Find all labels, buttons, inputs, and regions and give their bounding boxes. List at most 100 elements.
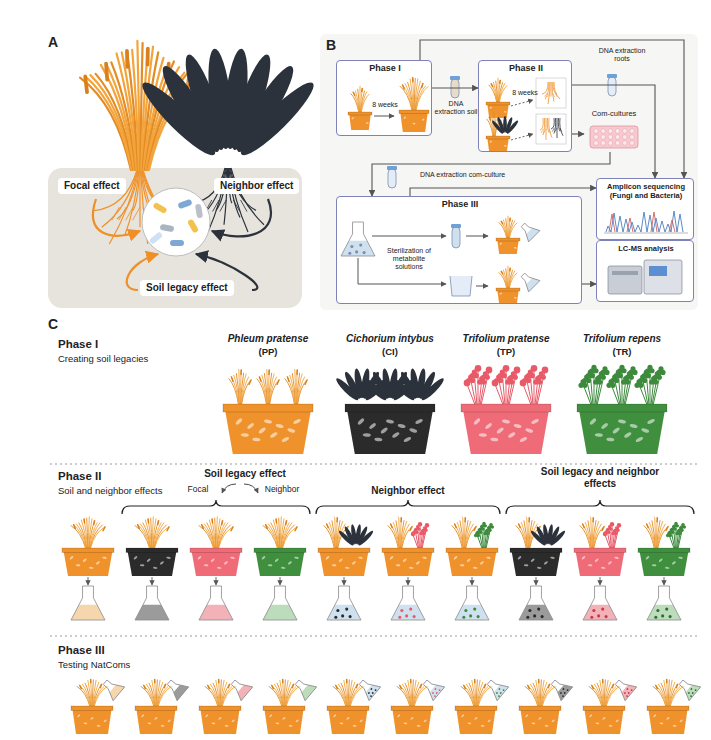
soil-microbe	[281, 567, 286, 569]
soil-microbe	[496, 427, 505, 435]
arrow-line	[472, 577, 473, 585]
plant-pot	[496, 238, 520, 254]
flask	[327, 586, 361, 620]
grass-blade	[94, 687, 107, 706]
soil-microbe	[225, 725, 229, 727]
clover-leaflet	[621, 380, 626, 385]
microbe-dot	[477, 615, 480, 618]
pot-rim	[510, 548, 562, 552]
grass-plant	[388, 517, 412, 548]
plant-pot	[391, 706, 433, 734]
soil-microbe	[652, 564, 657, 566]
soil-microbe	[460, 564, 465, 566]
microbe-dot	[694, 689, 697, 692]
clover-leaflet	[678, 528, 681, 531]
grass-blade	[658, 527, 668, 548]
edge-label: DNA extraction com-culture	[420, 171, 544, 179]
soil-microbe	[422, 118, 425, 121]
flask-outline	[517, 219, 540, 242]
plant-pot	[647, 706, 689, 734]
flask-outline	[611, 675, 636, 700]
arrow-line	[216, 577, 217, 585]
clover-leaflet	[422, 528, 425, 531]
seed-head	[410, 527, 412, 531]
rosette-leaf	[549, 529, 566, 546]
clover-stem	[594, 370, 595, 404]
flask-outline	[583, 586, 617, 620]
pot-rim	[71, 706, 113, 710]
clover-leaflet	[666, 534, 669, 537]
microbe-dot	[665, 608, 668, 611]
plant-pot	[461, 404, 551, 454]
process-box: Amplicon sequencing (Fungi and Bacteria)	[596, 178, 694, 240]
flask-liquid	[647, 605, 681, 620]
clover-leaflet	[610, 378, 615, 383]
sample-tube	[451, 224, 461, 248]
clover-leaflet	[582, 378, 587, 383]
soil-microbe	[409, 428, 418, 434]
clover-leaflet	[476, 531, 479, 534]
clover-leaflet	[668, 531, 671, 534]
process-box: Phase IIISterilization of metabolite sol…	[336, 196, 582, 304]
grass-plant	[499, 216, 517, 238]
grass-plant	[199, 517, 233, 548]
clover-leaflet	[634, 383, 639, 388]
figure-label: Testing NatComs	[58, 660, 130, 671]
figure-label: (TP)	[476, 347, 536, 358]
soil-microbe	[514, 297, 517, 299]
microbe	[177, 199, 192, 209]
tube-cap	[607, 74, 617, 78]
clover-stem	[537, 371, 545, 404]
microbe-dot	[605, 615, 608, 618]
node-text: Amplicon sequencing (Fungi and Bacteria)	[601, 183, 691, 200]
flask-outline	[355, 675, 380, 700]
soil-microbe	[600, 422, 608, 430]
soil-microbe	[453, 555, 458, 560]
pouring-flask	[419, 675, 444, 700]
seed-head	[592, 518, 594, 522]
flask	[519, 586, 553, 620]
label-box: Soil legacy effect	[140, 280, 234, 296]
seed-head	[292, 684, 293, 687]
soil-microbe	[358, 556, 363, 559]
soil-microbe	[537, 567, 542, 569]
grass-blade	[509, 273, 517, 288]
clover-leaflet	[412, 531, 415, 534]
pot-body	[224, 404, 312, 454]
soil-microbe	[210, 558, 215, 562]
soil-microbe	[252, 437, 260, 441]
panel-letter: B	[326, 37, 336, 53]
node-text: Sterilization of metabolite solutions	[379, 247, 439, 271]
grass-blade	[215, 518, 216, 548]
flask-outline	[341, 222, 375, 256]
microbe-dot	[370, 695, 373, 698]
arrow-line	[476, 286, 488, 287]
soil-microbe	[84, 722, 88, 724]
plant-pot	[348, 112, 372, 130]
soil-microbe	[241, 433, 249, 437]
plant-pot	[519, 706, 561, 734]
soil-microbe	[423, 719, 427, 722]
tube-body	[388, 169, 396, 188]
soil-microbe	[217, 567, 222, 569]
soil-microbe	[519, 436, 528, 443]
clover-leaflet	[606, 383, 611, 388]
clover-leaflet	[645, 368, 650, 373]
seed-head	[474, 527, 476, 531]
rosette-plant	[529, 524, 566, 547]
soil-microbe	[353, 725, 357, 727]
grass-plant	[71, 517, 105, 548]
pot-rim	[574, 548, 626, 552]
soil-microbe	[386, 419, 394, 424]
flask-outline	[163, 675, 188, 700]
box-fill	[596, 178, 694, 302]
grass-blade	[76, 524, 86, 548]
root-system	[540, 118, 552, 140]
pouring-flask	[675, 675, 700, 700]
clover-leaflet	[526, 373, 531, 378]
figure-label: Soil legacy and neighbor effects	[525, 466, 675, 489]
soil-microbe	[538, 717, 542, 721]
clover-stem	[622, 370, 623, 404]
microbe-dot	[592, 609, 595, 612]
seed-head	[346, 679, 348, 682]
